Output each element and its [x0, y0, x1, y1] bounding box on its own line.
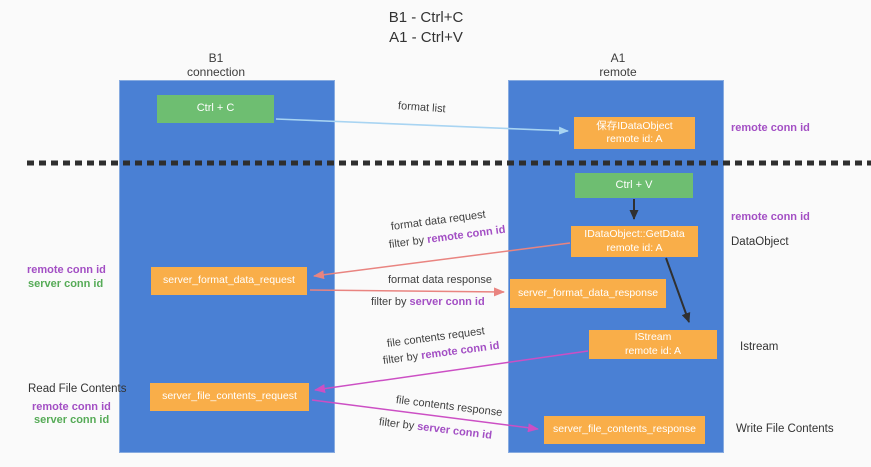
server-format-data-request-box: server_format_data_request: [151, 267, 307, 295]
remote-conn-id-label-right-mid: remote conn id: [731, 211, 810, 223]
title-line-2: A1 - Ctrl+V: [389, 29, 463, 46]
save-dataobject-line1: 保存IDataObject: [596, 119, 673, 132]
format-data-response-label: format data response: [388, 274, 492, 286]
filter-by-prefix: filter by: [371, 296, 410, 308]
write-file-contents-label: Write File Contents: [736, 423, 834, 435]
file-contents-response-arrow: [311, 399, 539, 433]
server-format-data-response-label: server_format_data_response: [517, 286, 659, 299]
server-file-contents-response-box: server_file_contents_response: [544, 416, 705, 444]
format-response-filter-label: filter by server conn id: [371, 296, 485, 308]
server-conn-id-term: server conn id: [409, 296, 485, 308]
istream-line2: remote id: A: [624, 344, 682, 357]
istream-side-label: Istream: [740, 341, 779, 353]
ctrl-v-label: Ctrl + V: [615, 178, 653, 191]
diagram-title: B1 - Ctrl+C A1 - Ctrl+V: [0, 8, 852, 48]
ctrl-c-box: Ctrl + C: [157, 95, 274, 123]
server-conn-id-label-left-bottom: server conn id: [34, 414, 110, 426]
server-format-data-request-label: server_format_data_request: [163, 274, 295, 287]
format-list-arrow: [275, 118, 569, 135]
server-file-contents-request-label: server_file_contents_request: [162, 390, 297, 403]
left-column-name: B1: [208, 51, 224, 65]
remote-conn-id-label-left-bottom: remote conn id: [32, 401, 111, 413]
left-column-header: B1 connection: [146, 51, 286, 79]
right-column-subtitle: remote: [599, 65, 637, 79]
istream-box: IStream remote id: A: [589, 330, 717, 359]
remote-conn-id-label-left-top: remote conn id: [27, 264, 106, 276]
server-conn-id-label-left-top: server conn id: [28, 278, 104, 290]
left-column-subtitle: connection: [186, 65, 246, 79]
right-column-name: A1: [610, 51, 626, 65]
ctrl-v-box: Ctrl + V: [575, 173, 693, 198]
server-file-contents-response-label: server_file_contents_response: [552, 423, 696, 436]
server-file-contents-request-box: server_file_contents_request: [150, 383, 309, 411]
file-contents-request-arrow: [314, 350, 589, 394]
getdata-line1: IDataObject::GetData: [584, 228, 685, 241]
getdata-to-istream-arrow: [665, 257, 691, 323]
save-dataobject-box: 保存IDataObject remote id: A: [574, 117, 695, 149]
ctrl-c-label: Ctrl + C: [196, 102, 235, 115]
right-column-header: A1 remote: [548, 51, 688, 79]
format-data-response-arrow: [309, 287, 505, 297]
dataobject-label: DataObject: [731, 236, 789, 248]
title-line-1: B1 - Ctrl+C: [388, 9, 464, 26]
format-data-request-arrow: [313, 242, 571, 280]
server-format-data-response-box: server_format_data_response: [510, 279, 666, 308]
getdata-line2: remote id: A: [606, 241, 663, 254]
istream-line1: IStream: [634, 331, 672, 344]
save-dataobject-line2: remote id: A: [606, 133, 663, 145]
read-file-contents-label: Read File Contents: [28, 383, 127, 395]
remote-conn-id-label-right-top: remote conn id: [731, 122, 810, 134]
getdata-box: IDataObject::GetData remote id: A: [571, 226, 698, 257]
